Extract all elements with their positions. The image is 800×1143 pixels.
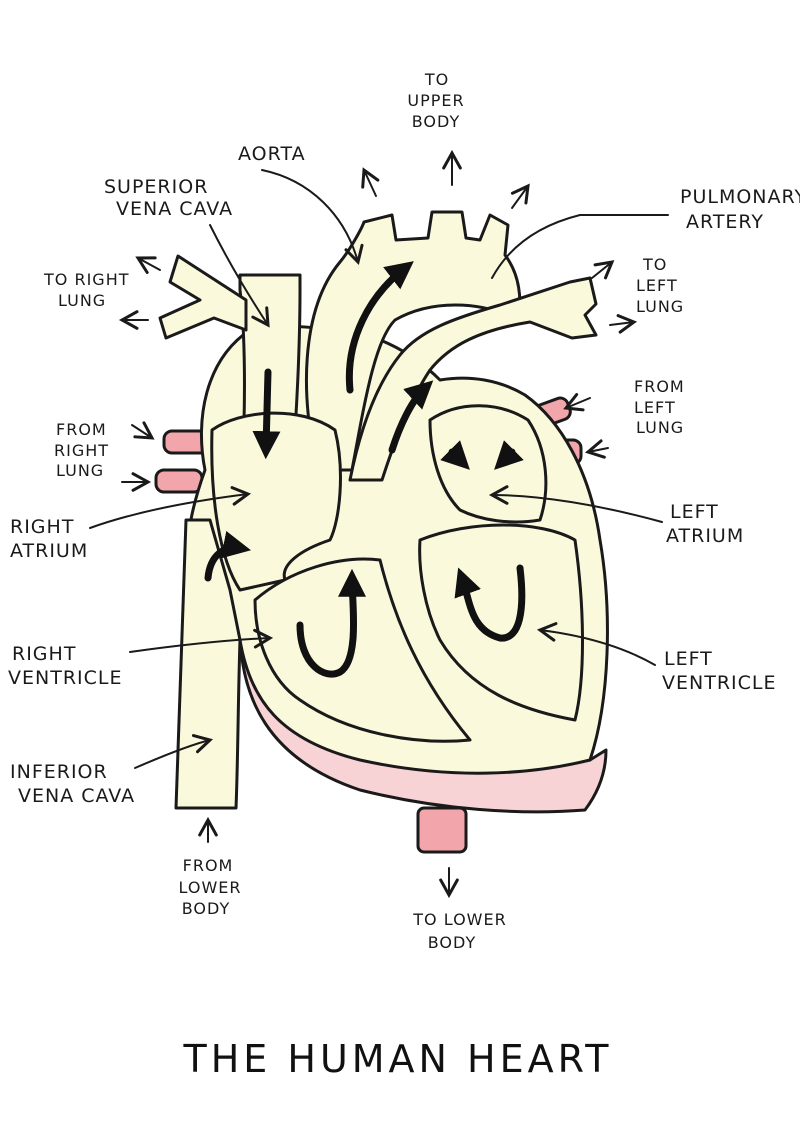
aortic-arch-vessel [304,210,522,472]
arrow-right-icon [131,421,155,440]
label-to-upper-body: TO UPPER BODY [407,70,464,131]
right-ventricle-line-2: VENTRICLE [8,667,122,689]
blood-flow-arrows [204,261,526,678]
to-upper-body-line-2: UPPER [407,91,464,110]
label-pulmonary-artery: PULMONARY ARTERY [680,186,800,233]
to-right-lung-line-1: TO RIGHT [43,270,130,289]
label-left-ventricle: LEFT VENTRICLE [662,648,776,694]
right-atrium-line-1: RIGHT [10,516,74,538]
right-ventricle-line-1: RIGHT [12,643,76,665]
left-atrium-leader [488,485,663,523]
superior-vena-cava-line-2: VENA CAVA [116,198,233,220]
arrow-right-icon [591,260,615,280]
flow-arrow-icon [345,261,414,394]
superior-vena-cava-line-1: SUPERIOR [104,176,208,198]
from-right-lung-line-1: FROM [56,420,107,439]
flow-arrow-icon [388,380,434,454]
arrow-up-icon [361,167,380,197]
descending-aorta-stub [416,806,468,854]
from-right-lung-line-3: LUNG [56,461,104,480]
from-left-lung-line-3: LUNG [636,418,684,437]
label-superior-vena-cava: SUPERIOR VENA CAVA [104,176,233,220]
flow-arrow-icon [454,564,526,642]
to-left-lung-line-2: LEFT [636,276,678,295]
to-left-lung-line-1: TO [642,255,667,274]
label-from-right-lung: FROM RIGHT LUNG [54,420,109,480]
inferior-vena-cava-line-1: INFERIOR [10,761,108,783]
left-ventricle-line-2: VENTRICLE [662,672,776,694]
label-right-ventricle: RIGHT VENTRICLE [8,643,122,689]
label-to-left-lung: TO LEFT LUNG [636,255,684,316]
aorta-label: AORTA [238,143,306,165]
from-lower-body-line-1: FROM [183,856,234,875]
to-right-lung-line-2: LUNG [58,291,106,310]
right-atrium-line-2: ATRIUM [10,540,88,562]
left-atrium-line-2: ATRIUM [666,525,744,547]
from-lower-body-line-2: LOWER [179,878,242,897]
from-left-lung-line-1: FROM [634,377,685,396]
superior-vena-cava-leader [209,224,270,328]
label-from-left-lung: FROM LEFT LUNG [634,377,685,437]
arrow-up-icon [510,183,530,209]
pulmonary-artery-leader [491,214,669,279]
to-upper-body-line-3: BODY [412,112,461,131]
right-ventricle-leader [129,628,274,653]
label-left-atrium: LEFT ATRIUM [666,501,744,547]
flow-arrow-icon [204,530,251,582]
label-to-right-lung: TO RIGHT LUNG [43,270,130,310]
left-ventricle-line-1: LEFT [664,648,713,670]
right-atrium-leader [89,486,252,529]
arrow-left-icon [563,393,591,412]
left-ventricle-leader [536,622,656,666]
arrow-right-icon [609,314,638,334]
from-lower-body-line-3: BODY [182,899,231,918]
inferior-vena-cava-line-2: VENA CAVA [18,785,135,807]
label-aorta: AORTA [238,143,306,165]
to-left-lung-line-3: LUNG [636,297,684,316]
inferior-vena-cava-leader [134,734,213,769]
left-atrium-chamber [428,404,548,524]
label-inferior-vena-cava: INFERIOR VENA CAVA [10,761,135,807]
flow-arrow-icon [494,440,524,470]
flow-arrow-icon [252,368,281,460]
pulmonary-artery-line-1: PULMONARY [680,186,800,208]
right-pulmonary-vein-lower [154,468,204,494]
label-to-lower-body: TO LOWER BODY [412,910,506,952]
right-ventricle-chamber [253,557,472,743]
to-lower-body-line-2: BODY [428,933,477,952]
page-title: THE HUMAN HEART [183,1037,613,1081]
right-pulmonary-artery-vessel [158,254,248,340]
to-upper-body-line-1: TO [424,70,449,89]
pulmonary-artery-line-2: ARTERY [686,211,764,233]
aorta-leader [261,169,364,265]
leader-lines [89,169,669,769]
label-from-lower-body: FROM LOWER BODY [179,856,242,918]
label-right-atrium: RIGHT ATRIUM [10,516,88,562]
from-left-lung-line-2: LEFT [634,398,676,417]
arrow-left-icon [584,439,609,459]
to-lower-body-line-1: TO LOWER [412,910,506,929]
flow-arrow-icon [296,568,367,678]
from-right-lung-line-2: RIGHT [54,441,109,460]
flow-arrow-icon [440,440,470,470]
direction-arrows [118,149,638,899]
left-atrium-line-1: LEFT [670,501,719,523]
arrow-left-icon [135,256,161,274]
